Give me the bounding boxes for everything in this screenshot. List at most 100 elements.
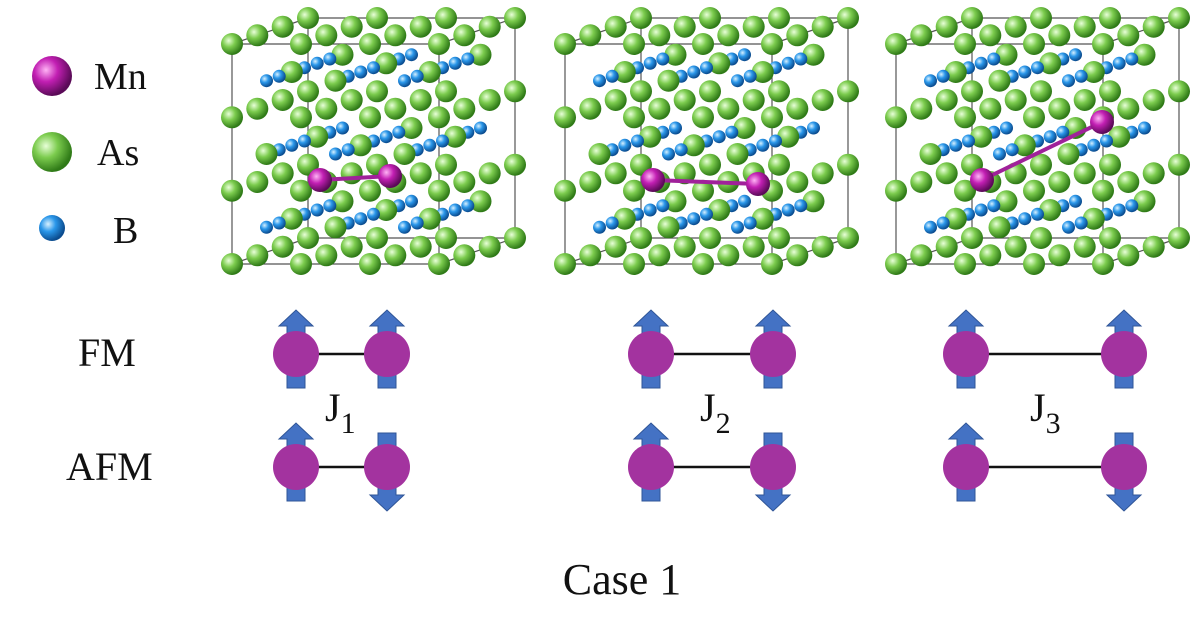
as-atom <box>1142 235 1165 258</box>
as-atom <box>910 244 933 267</box>
as-atom <box>554 253 576 275</box>
as-atom <box>1108 125 1131 148</box>
as-atom <box>1004 89 1027 111</box>
cell-edge <box>438 237 516 265</box>
b-atom <box>781 203 795 217</box>
b-atom <box>669 121 682 135</box>
coupling-label-j2: J2 <box>700 385 731 440</box>
as-atom <box>1039 199 1062 221</box>
b-atom <box>962 134 975 148</box>
cell-edge <box>231 237 309 265</box>
as-atom <box>1117 24 1140 47</box>
as-atom <box>786 97 809 120</box>
afm-pair-j3 <box>943 422 1147 512</box>
b-atom <box>310 56 324 70</box>
as-atom <box>692 106 714 129</box>
b-atom <box>405 194 418 208</box>
as-atom <box>315 24 338 47</box>
as-atom <box>1073 162 1096 185</box>
as-atom <box>1073 89 1096 111</box>
as-atom <box>699 7 721 29</box>
b-atom <box>618 138 632 152</box>
as-atom <box>786 24 809 47</box>
b-atom <box>725 125 739 139</box>
b-atom <box>367 61 380 75</box>
mn-spin-site <box>273 331 319 377</box>
as-atom <box>1168 153 1190 176</box>
as-atom <box>504 227 526 249</box>
b-atom <box>1056 125 1070 139</box>
afm-label: AFM <box>66 444 153 489</box>
cell-edge <box>771 237 849 265</box>
b-atom <box>1031 207 1044 221</box>
cell-edge <box>771 17 849 45</box>
as-atom <box>1133 190 1156 213</box>
b-atom <box>398 74 411 88</box>
b-atom <box>410 69 424 83</box>
as-atom <box>786 244 809 267</box>
as-atom <box>944 207 967 230</box>
b-atom <box>310 203 324 217</box>
legend-item-mn: Mn <box>32 56 147 98</box>
as-atom <box>1099 153 1121 176</box>
as-atom <box>988 69 1011 92</box>
b-atom <box>794 52 808 66</box>
as-atom <box>648 24 671 47</box>
as-atom <box>221 106 243 129</box>
mn-atom <box>641 168 665 192</box>
as-atom <box>837 7 859 29</box>
as-atom <box>613 207 636 230</box>
as-atom <box>359 33 381 55</box>
as-atom <box>664 190 687 213</box>
as-atom <box>290 33 312 55</box>
as-atom <box>630 7 652 29</box>
as-atom <box>673 89 696 111</box>
as-atom <box>995 43 1018 66</box>
as-atom <box>409 89 432 111</box>
fm-pair-j2 <box>628 309 796 389</box>
cell-edge <box>1102 17 1180 45</box>
as-atom <box>1023 106 1045 129</box>
b-atom <box>323 52 337 66</box>
as-atom <box>246 244 269 267</box>
b-atom <box>1062 220 1075 234</box>
as-atom <box>1099 80 1121 103</box>
b-atom <box>1100 134 1113 148</box>
as-atom <box>579 244 602 267</box>
as-atom <box>935 235 958 258</box>
as-atom <box>673 15 696 38</box>
b-atom <box>807 121 820 135</box>
as-atom <box>604 89 627 111</box>
as-atom <box>742 89 765 111</box>
spin-schematics <box>273 309 1147 512</box>
b-atom <box>1087 138 1101 152</box>
as-atom <box>979 24 1002 47</box>
as-atom <box>961 7 983 29</box>
crystal-structure-j2 <box>554 7 859 275</box>
b-atom <box>341 143 355 157</box>
as-atom <box>733 117 756 139</box>
cell-edge <box>895 17 973 45</box>
fm-pair-j1 <box>273 309 410 389</box>
b-atom <box>323 199 337 213</box>
b-atom <box>1043 130 1057 144</box>
as-atom <box>623 33 645 55</box>
as-atom <box>657 69 680 92</box>
b-atom <box>1138 121 1151 135</box>
as-atom <box>340 235 363 258</box>
b-atom <box>794 199 808 213</box>
as-atom <box>280 207 303 230</box>
as-atom <box>1092 179 1114 202</box>
as-atom <box>979 244 1002 267</box>
as-atom <box>1117 244 1140 267</box>
as-atom <box>1048 244 1071 267</box>
cell-edge <box>231 17 309 45</box>
mn-spin-site <box>364 331 410 377</box>
b-atom <box>1112 203 1126 217</box>
b-atom <box>1125 199 1139 213</box>
b-atom <box>656 52 670 66</box>
b-atom <box>731 220 744 234</box>
as-atom <box>504 80 526 103</box>
as-atom <box>995 190 1018 213</box>
as-atom <box>1048 24 1071 47</box>
